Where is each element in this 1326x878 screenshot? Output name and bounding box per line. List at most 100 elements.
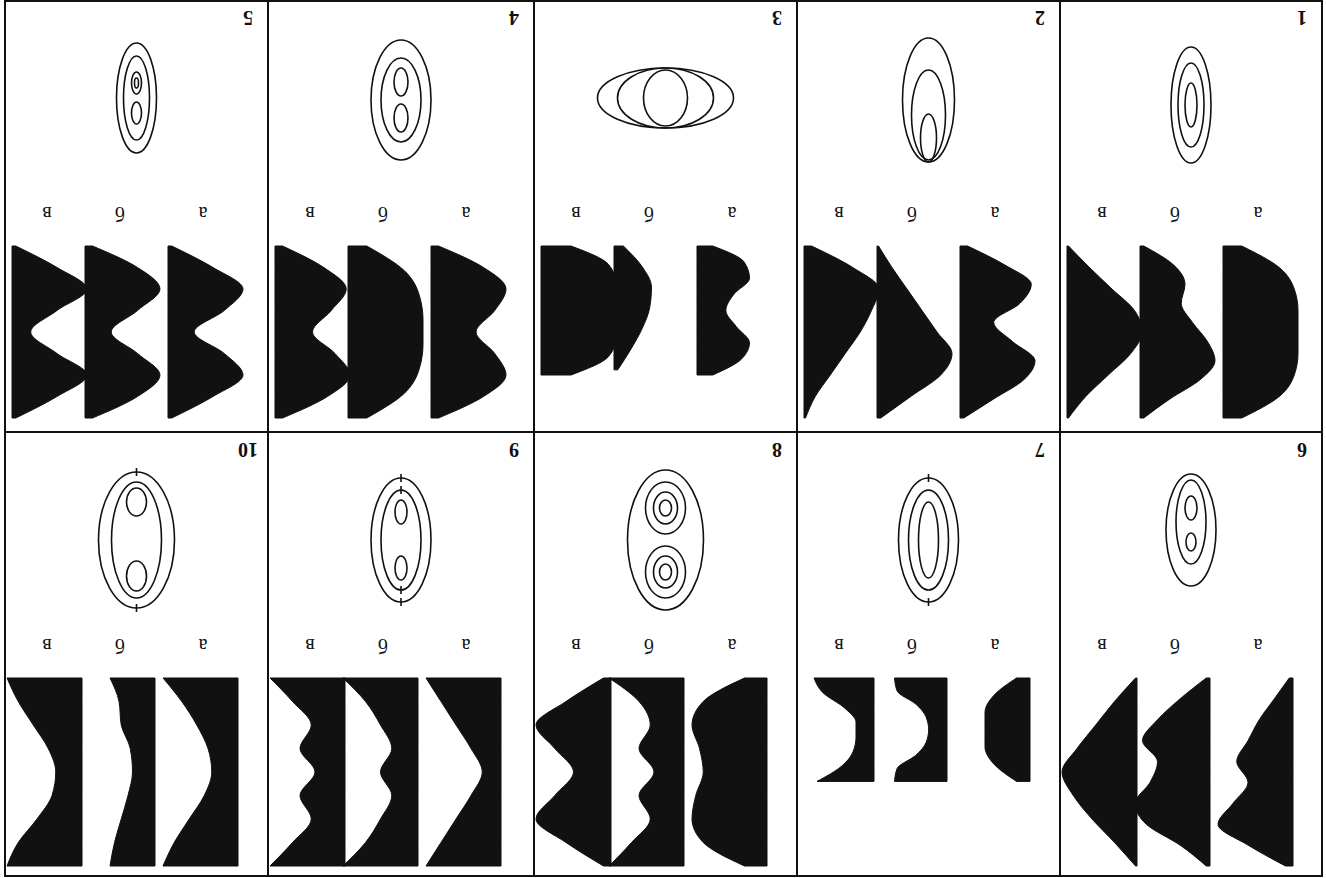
- profile-letter: в: [834, 204, 843, 224]
- profile-shape: [343, 678, 418, 866]
- profile-letter: в: [1097, 204, 1106, 224]
- contour-oval: [646, 546, 686, 598]
- tick-mark: [928, 474, 930, 482]
- section-figure: [899, 474, 959, 606]
- profile-letter: в: [305, 636, 314, 656]
- contour-oval: [598, 68, 734, 128]
- profile-shape: [614, 246, 652, 370]
- profile-letter: а: [991, 204, 1000, 224]
- profile-letter: в: [305, 204, 314, 224]
- profile-letter: а: [1254, 204, 1263, 224]
- panel-number: 3: [772, 8, 782, 28]
- contour-oval: [132, 102, 142, 124]
- contour-oval: [660, 564, 672, 580]
- contour-oval: [1176, 480, 1206, 564]
- contour-oval: [1185, 83, 1197, 127]
- column-divider: [796, 1, 798, 876]
- section-figure: [903, 38, 955, 162]
- profile-shape: [1062, 678, 1137, 866]
- profile-shape: [1218, 678, 1293, 866]
- contour-oval: [132, 72, 142, 94]
- contour-oval: [903, 38, 955, 162]
- profile-shape: [168, 246, 243, 418]
- profile-letter: б: [907, 204, 917, 224]
- contour-oval: [919, 502, 939, 578]
- contour-oval: [1166, 474, 1216, 586]
- profile-letter: б: [644, 204, 654, 224]
- profile-shape: [1223, 246, 1298, 418]
- profile-shape: [895, 678, 948, 781]
- panel-number: 7: [1035, 440, 1045, 460]
- tick-mark: [928, 598, 930, 606]
- contour-oval: [117, 43, 157, 153]
- contour-oval: [644, 70, 688, 126]
- profile-letter: б: [378, 204, 388, 224]
- outer-border: [5, 1, 1322, 876]
- density-profiles: [7, 246, 1298, 866]
- profile-shape: [1135, 678, 1210, 866]
- section-figure: [1166, 474, 1216, 586]
- profile-shape: [985, 678, 1030, 781]
- contour-oval: [135, 78, 139, 88]
- profile-shape: [348, 246, 423, 418]
- contour-oval: [112, 482, 162, 598]
- panel-number: 10: [238, 440, 258, 460]
- contour-oval: [654, 556, 678, 588]
- profile-letter: а: [1254, 636, 1263, 656]
- profile-letter: б: [1170, 204, 1180, 224]
- panel-number: 2: [1035, 8, 1045, 28]
- contour-oval: [395, 500, 407, 524]
- profile-shape: [697, 246, 750, 375]
- profile-letter: а: [462, 204, 471, 224]
- panel-grid: [5, 1, 1322, 876]
- tick-mark: [400, 486, 402, 494]
- contour-oval: [371, 40, 431, 160]
- profile-letter: а: [462, 636, 471, 656]
- profile-letter: в: [42, 636, 51, 656]
- profile-shape: [814, 678, 874, 781]
- profile-letter: в: [571, 204, 580, 224]
- profile-letter: а: [728, 636, 737, 656]
- profile-letter: б: [1170, 636, 1180, 656]
- row-divider: [5, 431, 1322, 433]
- panel-number: 9: [509, 440, 519, 460]
- tick-mark: [400, 586, 402, 594]
- profile-shape: [541, 246, 616, 375]
- column-divider: [267, 1, 269, 876]
- panel-number: 8: [772, 440, 782, 460]
- profile-shape: [275, 246, 350, 418]
- tick-mark: [400, 474, 402, 482]
- contour-oval: [394, 68, 408, 96]
- tick-mark: [400, 598, 402, 606]
- section-figure: [1171, 47, 1211, 163]
- profile-shape: [110, 678, 155, 866]
- contour-oval: [1186, 533, 1196, 551]
- profile-letter: в: [834, 636, 843, 656]
- profile-letter: б: [378, 636, 388, 656]
- profile-shape: [1140, 246, 1215, 418]
- contour-oval: [899, 478, 959, 602]
- panel-number: 6: [1297, 440, 1307, 460]
- section-figure: [117, 43, 157, 153]
- profile-shape: [804, 246, 879, 418]
- profile-letter: б: [115, 204, 125, 224]
- profile-shape: [960, 246, 1035, 418]
- panel-number: 1: [1297, 8, 1307, 28]
- contour-oval: [921, 114, 937, 162]
- profile-shape: [536, 678, 611, 866]
- column-divider: [1059, 1, 1061, 876]
- profile-shape: [877, 246, 952, 418]
- section-ovals: [99, 38, 1217, 612]
- contour-oval: [381, 490, 421, 590]
- profile-letter: в: [42, 204, 51, 224]
- contour-oval: [628, 470, 704, 610]
- profile-shape: [163, 678, 238, 866]
- profile-shape: [609, 678, 684, 866]
- contour-oval: [99, 472, 175, 608]
- profile-letter: в: [1097, 636, 1106, 656]
- profile-letter: б: [115, 636, 125, 656]
- profile-letter: б: [644, 636, 654, 656]
